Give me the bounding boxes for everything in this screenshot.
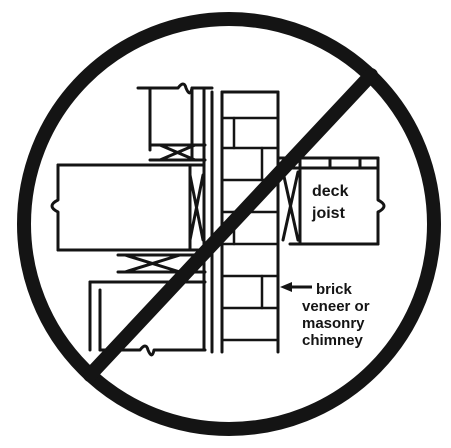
brick-veneer-column [210,90,280,354]
label-deck: deck [312,183,349,200]
deck-joist [278,156,386,246]
label-masonry: masonry [302,315,365,332]
label-brick: brick [316,281,353,298]
brick-leader-arrow [280,282,312,292]
label-veneer-or: veneer or [302,298,370,315]
label-joist: joist [311,205,346,222]
house-floor-joist [50,163,206,252]
house-framing-upper [136,82,214,352]
prohibition-sign-icon [17,12,441,436]
brick-courses [220,116,280,342]
label-chimney: chimney [302,332,364,349]
